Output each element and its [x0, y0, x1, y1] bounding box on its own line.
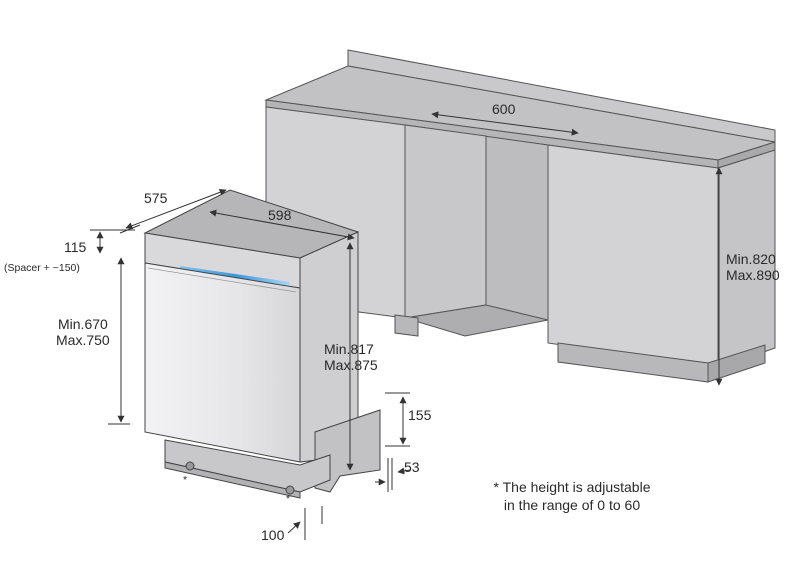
- unit-width-label: 598: [268, 207, 292, 223]
- cabinet-width-line: [431, 111, 579, 136]
- door-height-min-label: Min.670: [58, 316, 108, 332]
- unit-height-min-label: Min.817: [324, 341, 374, 357]
- recess-inner-side: [404, 124, 487, 319]
- foot-marker-left: *: [183, 474, 188, 486]
- door-overhang-line: [287, 521, 301, 534]
- unit-height-max-label: Max.875: [324, 357, 378, 373]
- right-base-cabinet: [547, 144, 719, 369]
- plinth-depth-label: 53: [404, 459, 420, 475]
- unit-depth-label: 575: [144, 190, 168, 206]
- adjustable-foot-left: [185, 461, 195, 471]
- spacer-note-label: (Spacer + ~150): [4, 262, 80, 274]
- top-clearance-label: 115: [64, 239, 87, 255]
- unit-depth-line: [125, 188, 227, 230]
- unit-width-line: [209, 209, 355, 241]
- dimension-lines: [90, 111, 723, 540]
- cabinet-height-max-label: Max.890: [726, 267, 780, 283]
- footnote: * The height is adjustable in the range …: [482, 478, 662, 514]
- door-overhang-label: 100: [261, 527, 285, 543]
- footnote-line-1: * The height is adjustable: [493, 479, 651, 495]
- cabinet-height-min-label: Min.820: [726, 251, 776, 267]
- footnote-line-2: in the range of 0 to 60: [503, 497, 641, 513]
- left-cabinet-plinth: [394, 314, 419, 337]
- foot-marker-right: *: [286, 493, 291, 505]
- plinth-height-label: 155: [408, 407, 432, 423]
- adjustable-foot-right: [285, 485, 295, 495]
- door-height-max-label: Max.750: [56, 332, 110, 348]
- dishwasher-door: [144, 262, 301, 463]
- cabinet-width-label: 600: [492, 101, 516, 117]
